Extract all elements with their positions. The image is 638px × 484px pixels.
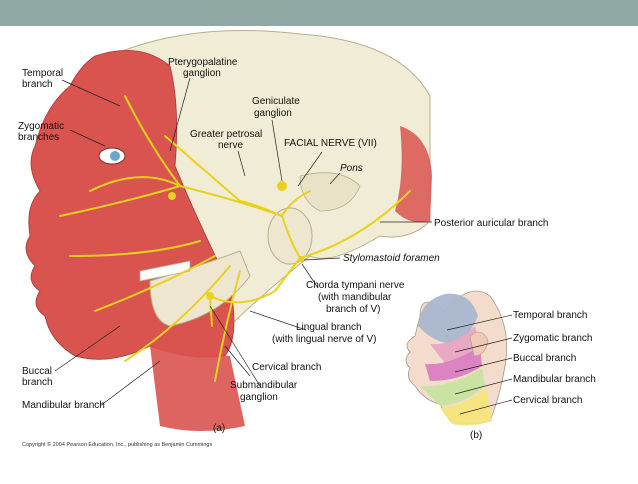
iris (110, 151, 120, 161)
panel-b-temporal: Temporal branch (513, 310, 587, 321)
label-chorda-tympani-3: branch of V) (326, 304, 380, 315)
copyright-text: Copyright © 2004 Pearson Education, Inc.… (22, 441, 212, 448)
label-temporal-branch-2: branch (22, 79, 53, 90)
mandibular-zone (420, 368, 485, 406)
buccal-zone (425, 346, 482, 381)
geniculate-ganglion (277, 181, 287, 191)
label-cervical-branch: Cervical branch (252, 362, 321, 373)
panel-b-illustration (405, 290, 508, 426)
panel-a-labels: Temporal branch Zygomatic branches Ptery… (18, 57, 549, 448)
cervical-zone (440, 388, 492, 426)
label-geniculate-2: ganglion (254, 108, 292, 119)
stylomastoid-foramen-mark (298, 256, 304, 262)
label-greater-petrosal-1: Greater petrosal (190, 129, 262, 140)
label-pterygopalatine-2: ganglion (183, 68, 221, 79)
panel-b-cervical: Cervical branch (513, 395, 582, 406)
header-bar (0, 0, 638, 26)
facial-nerve-diagram: Temporal branch Zygomatic branches Ptery… (18, 29, 596, 448)
label-submandibular-2: ganglion (240, 392, 278, 403)
label-greater-petrosal-2: nerve (218, 140, 243, 151)
leader-lines (54, 77, 432, 407)
label-panel-b: (b) (470, 430, 482, 441)
label-zygomatic-branches-2: branches (18, 132, 59, 143)
label-buccal-2: branch (22, 377, 53, 388)
label-lingual-2: (with lingual nerve of V) (272, 334, 377, 345)
label-lingual-1: Lingual branch (296, 322, 362, 333)
diagram-stage: Temporal branch Zygomatic branches Ptery… (0, 26, 638, 479)
label-pons: Pons (340, 163, 363, 174)
label-geniculate-1: Geniculate (252, 96, 300, 107)
pterygopalatine-ganglion-mark (168, 192, 176, 200)
panel-b-zygomatic: Zygomatic branch (513, 333, 592, 344)
label-stylomastoid: Stylomastoid foramen (343, 253, 440, 264)
label-buccal-1: Buccal (22, 366, 52, 377)
label-pterygopalatine-1: Pterygopalatine (168, 57, 238, 68)
label-chorda-tympani-1: Chorda tympani nerve (306, 280, 405, 291)
label-mandibular-branch: Mandibular branch (22, 400, 105, 411)
facial-nerve-branches (59, 95, 411, 382)
label-temporal-branch-1: Temporal (22, 68, 63, 79)
panel-b-labels: Temporal branch Zygomatic branch Buccal … (470, 310, 596, 441)
teeth (139, 260, 191, 282)
pons (299, 172, 361, 212)
label-facial-nerve: FACIAL NERVE (VII) (284, 138, 377, 149)
label-posterior-auricular: Posterior auricular branch (434, 218, 549, 229)
panel-b-mandibular: Mandibular branch (513, 374, 596, 385)
panel-a-illustration (25, 29, 432, 431)
label-zygomatic-branches-1: Zygomatic (18, 121, 64, 132)
neck-muscle (150, 346, 245, 431)
ear (469, 331, 489, 357)
label-panel-a: (a) (213, 423, 225, 434)
label-submandibular-1: Submandibular (230, 380, 298, 391)
panel-b-leaders (446, 314, 513, 415)
temporal-zone (418, 293, 478, 344)
panel-b-buccal: Buccal branch (513, 353, 576, 364)
label-chorda-tympani-2: (with mandibular (318, 292, 392, 303)
posterior-muscle (395, 126, 432, 223)
submandibular-ganglion-mark (206, 292, 214, 300)
